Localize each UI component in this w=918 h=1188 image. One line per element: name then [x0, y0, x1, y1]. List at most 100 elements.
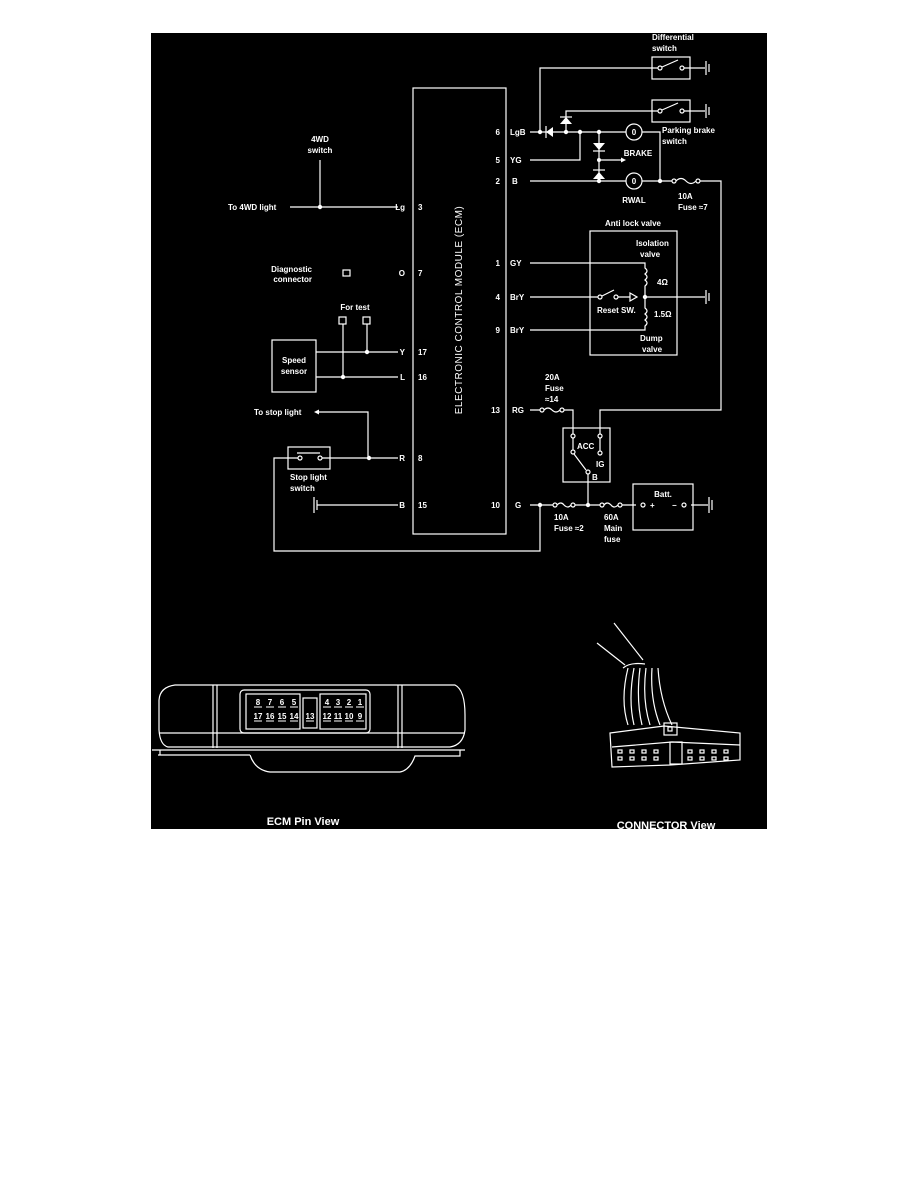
pin-number: 16 [418, 373, 427, 382]
pin-label: 4 [325, 698, 330, 707]
pin-label: 13 [306, 712, 315, 721]
wire-label: L [400, 373, 405, 382]
pin-number: 15 [418, 501, 427, 510]
label: switch [662, 137, 687, 146]
label: IG [596, 460, 604, 469]
svg-text:0: 0 [632, 177, 637, 186]
right-pins: 6 LgB 5 YG 2 B 1 GY 4 BrY 9 BrY 13 RG 10… [491, 128, 526, 510]
pin-label: 17 [254, 712, 263, 721]
label: 10A [554, 513, 569, 522]
wire-label: B [512, 177, 518, 186]
label: 20A [545, 373, 560, 382]
wire-label: Y [400, 348, 406, 357]
label: Diagnostic [271, 265, 312, 274]
left-pins: Lg 3 O 7 Y 17 L 16 R 8 B 15 [395, 203, 427, 510]
label: To stop light [254, 408, 302, 417]
main-fuse [603, 502, 619, 508]
pin-label: 6 [280, 698, 285, 707]
pin-label: 1 [358, 698, 363, 707]
diagram-background [151, 33, 767, 829]
left-circuits: 4WD switch To 4WD light Diagnostic conne… [228, 135, 541, 552]
pin-number: 6 [496, 128, 501, 137]
svg-text:0: 0 [632, 128, 637, 137]
pin-label: 12 [323, 712, 332, 721]
fuse-14 [543, 407, 561, 413]
label: ACC [577, 442, 595, 451]
label: Anti lock valve [605, 219, 662, 228]
label: Fuse ≈2 [554, 524, 584, 533]
diagnostic-connector [342, 269, 351, 277]
label: Fuse [545, 384, 564, 393]
brake-lamp [625, 123, 643, 141]
connector-cavity [653, 749, 659, 754]
fuse-2 [556, 502, 572, 508]
label: switch [652, 44, 677, 53]
pin-label: 15 [278, 712, 287, 721]
connector-cavity [629, 749, 635, 754]
label: RWAL [622, 196, 646, 205]
wire-label: GY [510, 259, 522, 268]
label: − [672, 501, 677, 510]
label: Parking brake [662, 126, 715, 135]
label: switch [308, 146, 333, 155]
connector-cavity [641, 756, 647, 761]
connector-cavity [641, 749, 647, 754]
connector-view-caption: CONNECTOR View [617, 820, 716, 832]
label: Fuse ≈7 [678, 203, 708, 212]
label: connector [273, 275, 312, 284]
wire-label: LgB [510, 128, 526, 137]
ecm-title: ELECTRONIC CONTROL MODULE (ECM) [454, 206, 465, 414]
label: 1.5Ω [654, 310, 672, 319]
pin-number: 10 [491, 501, 500, 510]
ecm-pin-view-caption: ECM Pin View [267, 816, 340, 828]
label: Speed [282, 356, 306, 365]
pin-number: 7 [418, 269, 423, 278]
pin-number: 13 [491, 406, 500, 415]
pin-number: 1 [496, 259, 501, 268]
pin-number: 3 [418, 203, 423, 212]
connector-cavity [687, 756, 693, 761]
fuse-7 [675, 177, 697, 185]
connector-cavity [711, 756, 717, 761]
pin-label: 9 [358, 712, 363, 721]
connector-cavity [699, 756, 705, 761]
label: ≈14 [545, 395, 559, 404]
label: Differential [652, 33, 694, 42]
connector-cavity [699, 749, 705, 754]
speed-sensor [271, 339, 317, 393]
pin-number: 17 [418, 348, 427, 357]
connector-cavity [687, 749, 693, 754]
wire-label: R [399, 454, 405, 463]
connector-cavity [723, 756, 729, 761]
pin-label: 7 [268, 698, 273, 707]
connector-cavity [711, 749, 717, 754]
label: Main [604, 524, 622, 533]
wire-label: YG [510, 156, 522, 165]
wire-label: Lg [395, 203, 405, 212]
ecm-module: ELECTRONIC CONTROL MODULE (ECM) [412, 87, 507, 535]
pin-label: 10 [345, 712, 354, 721]
pin-number: 5 [496, 156, 501, 165]
pin-label: 14 [290, 712, 299, 721]
pin-label: 3 [336, 698, 341, 707]
connector-cavity [723, 749, 729, 754]
wire-label: G [515, 501, 521, 510]
label: BRAKE [624, 149, 653, 158]
label: Reset SW. [597, 306, 636, 315]
label: Stop light [290, 473, 327, 482]
battery [632, 483, 694, 531]
label: valve [640, 250, 661, 259]
label: fuse [604, 535, 621, 544]
ground-symbol [313, 497, 398, 513]
pin-number: 8 [418, 454, 423, 463]
label: To 4WD light [228, 203, 277, 212]
label: 10A [678, 192, 693, 201]
wire-label: BrY [510, 326, 525, 335]
wire-label: RG [512, 406, 524, 415]
rwal-lamp [625, 172, 643, 190]
label: Batt. [654, 490, 672, 499]
pin-label: 16 [266, 712, 275, 721]
